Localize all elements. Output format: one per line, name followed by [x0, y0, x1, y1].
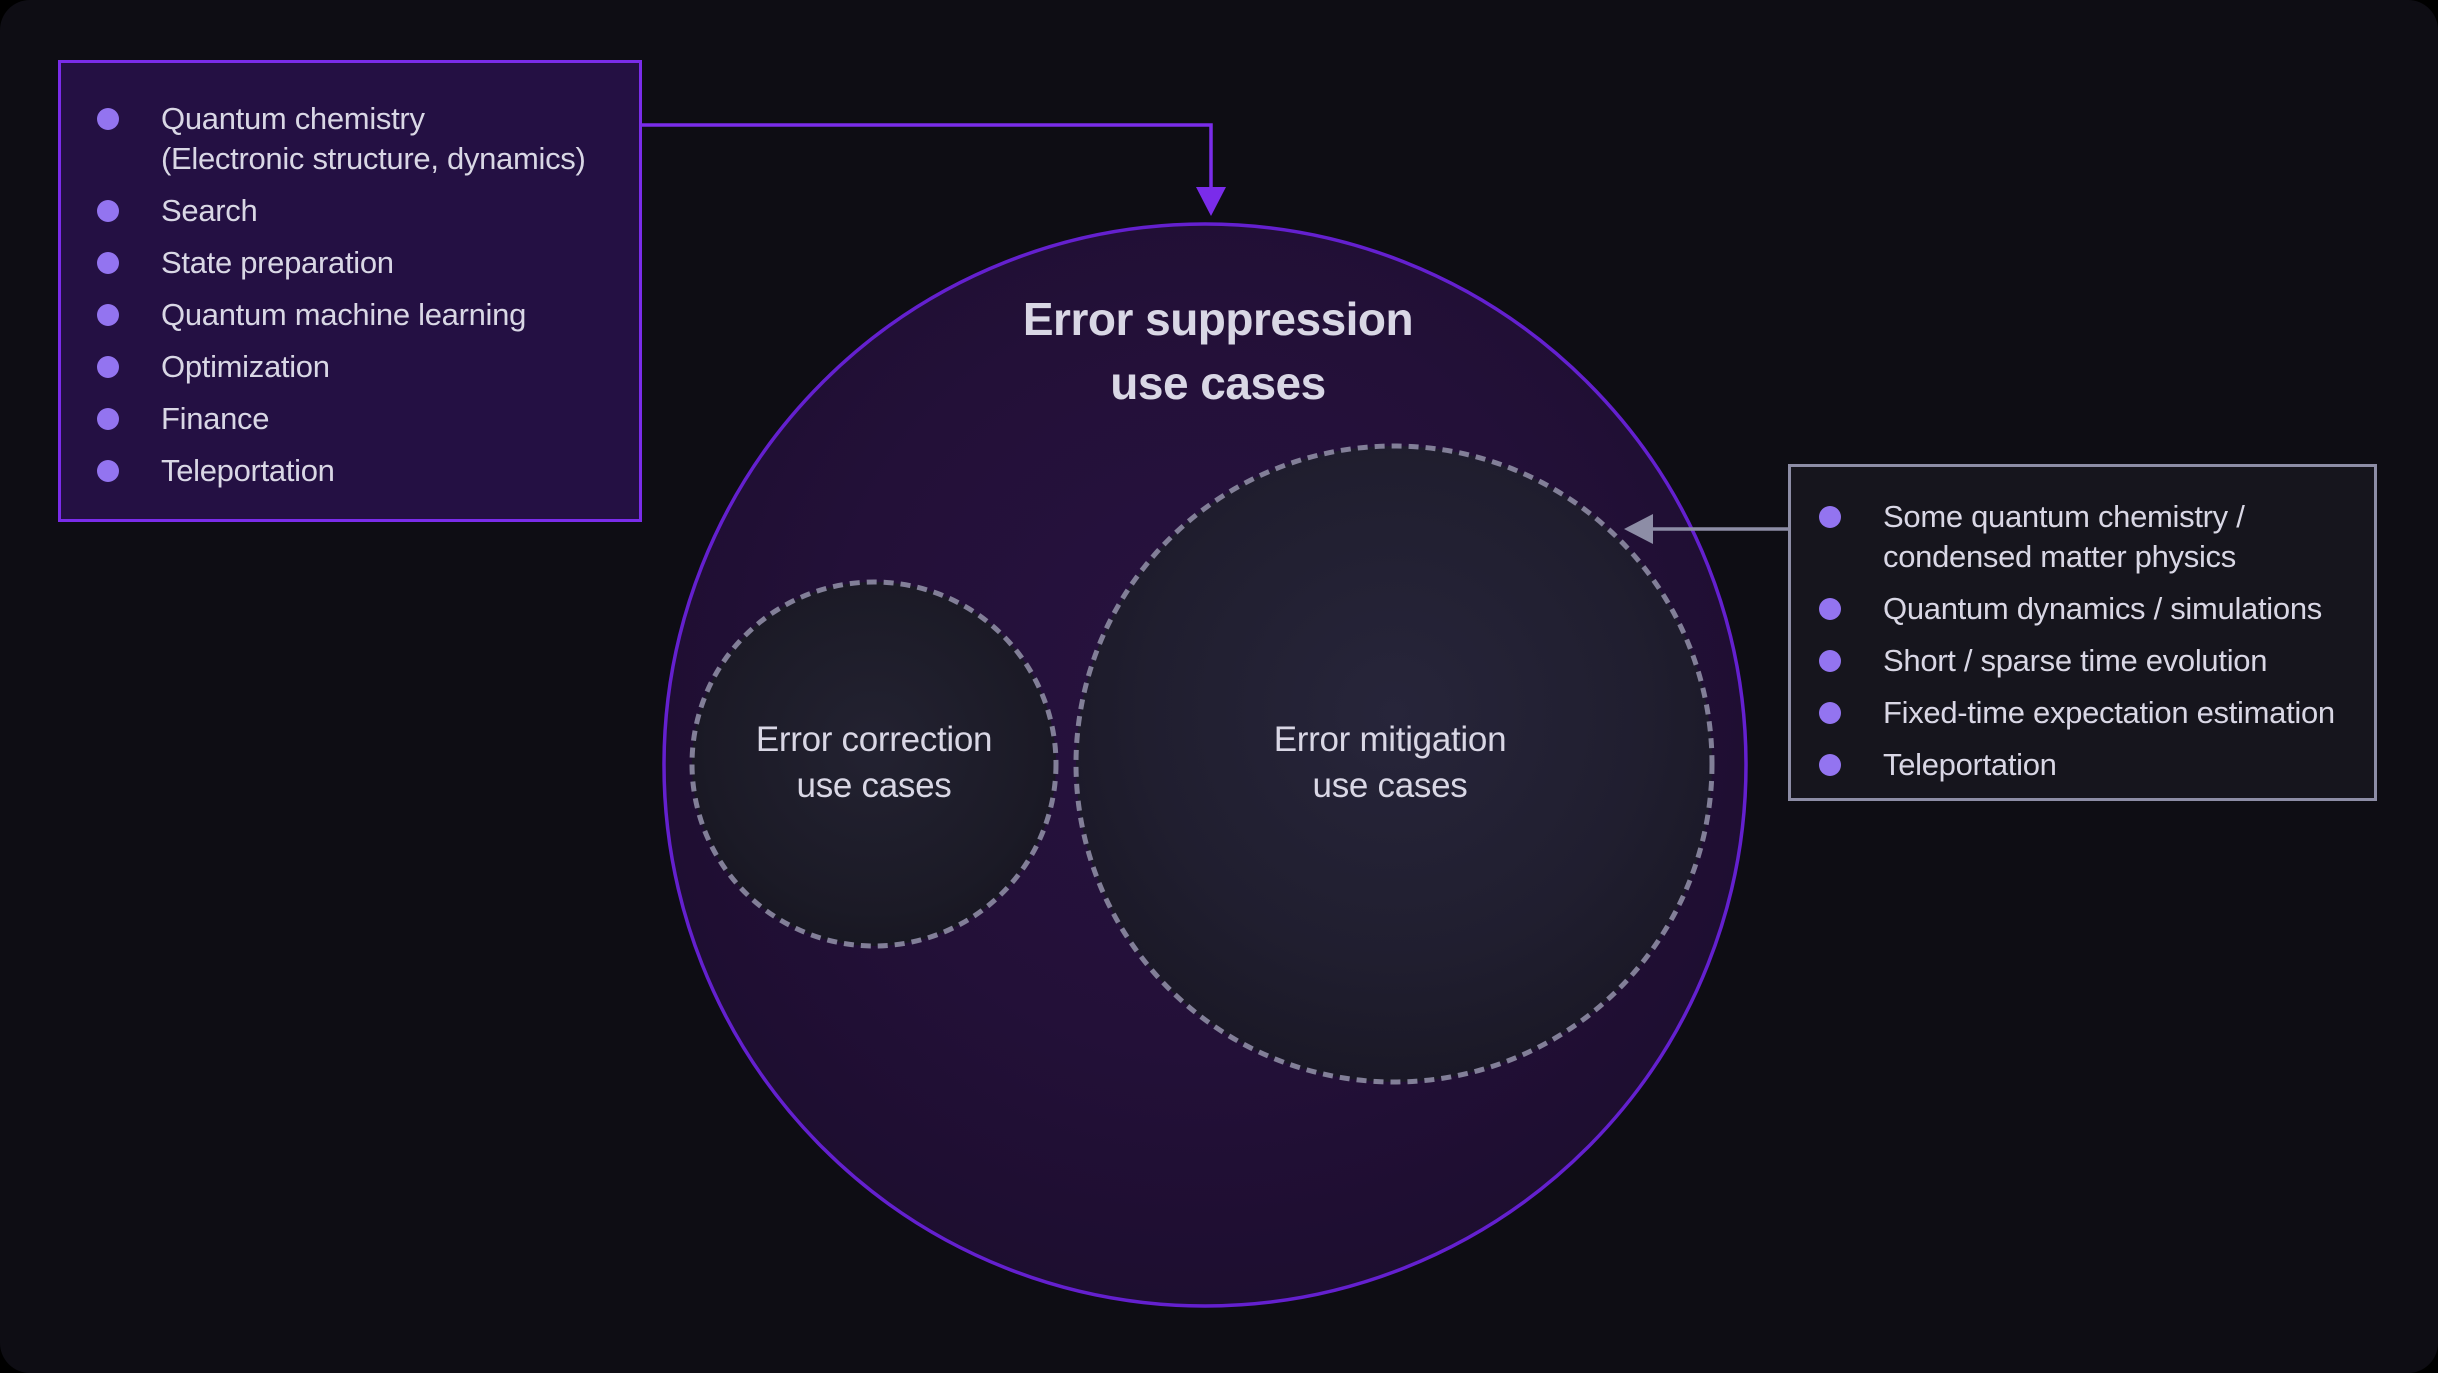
- left-callout-list: Quantum chemistry (Electronic structure,…: [97, 99, 623, 491]
- list-item: Search: [97, 191, 623, 231]
- list-item-label: Quantum dynamics / simulations: [1883, 591, 2322, 626]
- bullet-icon: [1819, 598, 1841, 620]
- list-item: Quantum dynamics / simulations: [1819, 589, 2360, 629]
- bullet-icon: [97, 460, 119, 482]
- bullet-icon: [97, 408, 119, 430]
- bullet-icon: [1819, 754, 1841, 776]
- list-item: Quantum chemistry (Electronic structure,…: [97, 99, 623, 179]
- list-item: Quantum machine learning: [97, 295, 623, 335]
- list-item-label: Short / sparse time evolution: [1883, 643, 2268, 678]
- bullet-icon: [97, 356, 119, 378]
- bullet-icon: [97, 108, 119, 130]
- bullet-icon: [1819, 702, 1841, 724]
- list-item: State preparation: [97, 243, 623, 283]
- bullet-icon: [97, 252, 119, 274]
- list-item: Fixed-time expectation estimation: [1819, 693, 2360, 733]
- down-arrowhead-icon: [1196, 187, 1226, 216]
- list-item-label: Teleportation: [161, 453, 335, 488]
- left-arrowhead-icon: [1624, 514, 1653, 544]
- list-item: Some quantum chemistry / condensed matte…: [1819, 497, 2360, 577]
- error-correction-circle: [689, 579, 1059, 949]
- right-callout-list: Some quantum chemistry / condensed matte…: [1819, 497, 2360, 785]
- left-callout-box: Quantum chemistry (Electronic structure,…: [58, 60, 642, 522]
- list-item: Short / sparse time evolution: [1819, 641, 2360, 681]
- error-correction-label: Error correction use cases: [755, 720, 993, 805]
- list-item-label: Teleportation: [1883, 747, 2057, 782]
- list-item-label: Search: [161, 193, 258, 228]
- list-item: Teleportation: [97, 451, 623, 491]
- list-item-label: State preparation: [161, 245, 394, 280]
- bullet-icon: [1819, 506, 1841, 528]
- list-item-label: Quantum chemistry (Electronic structure,…: [161, 101, 586, 176]
- list-item-label: Some quantum chemistry / condensed matte…: [1883, 499, 2245, 574]
- error-suppression-title: Error suppression use cases: [1022, 293, 1414, 409]
- left-box-connector-line: [642, 123, 1213, 190]
- list-item-label: Optimization: [161, 349, 330, 384]
- right-callout-box: Some quantum chemistry / condensed matte…: [1788, 464, 2377, 801]
- list-item: Optimization: [97, 347, 623, 387]
- error-mitigation-label: Error mitigation use cases: [1273, 720, 1507, 805]
- list-item-label: Fixed-time expectation estimation: [1883, 695, 2335, 730]
- list-item: Teleportation: [1819, 745, 2360, 785]
- error-mitigation-circle: [1073, 443, 1715, 1085]
- list-item-label: Quantum machine learning: [161, 297, 527, 332]
- bullet-icon: [1819, 650, 1841, 672]
- list-item: Finance: [97, 399, 623, 439]
- bullet-icon: [97, 200, 119, 222]
- bullet-icon: [97, 304, 119, 326]
- list-item-label: Finance: [161, 401, 270, 436]
